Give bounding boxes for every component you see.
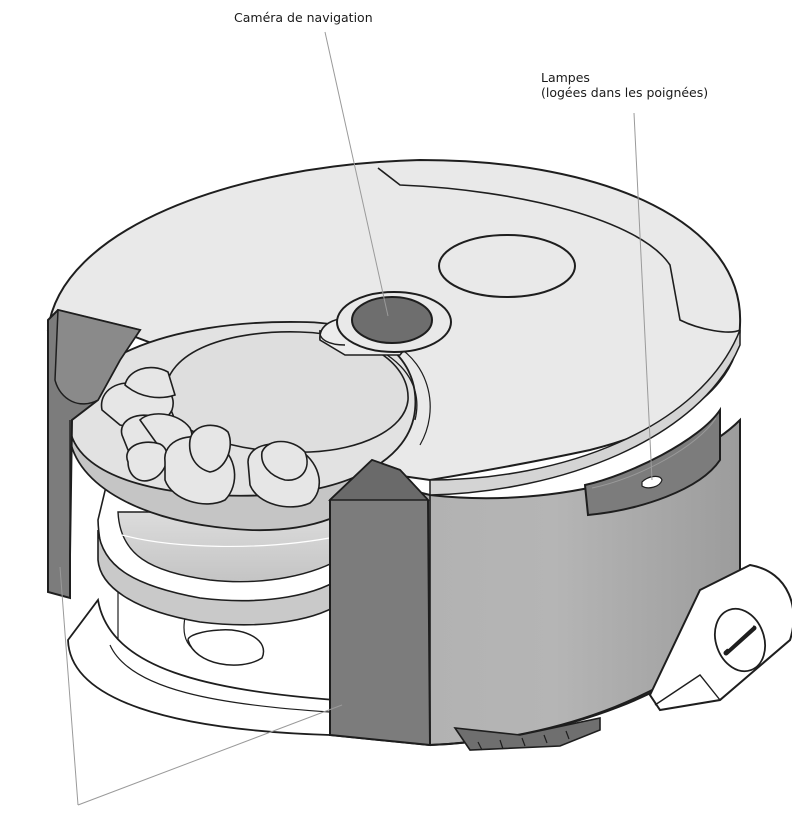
brush-bar — [453, 717, 601, 751]
lamps-callout-label: Lampes (logées dans les poignées) — [541, 70, 708, 100]
camera-callout-label: Caméra de navigation — [234, 10, 373, 25]
cyclone-lobes — [100, 366, 321, 508]
leader-lines — [59, 31, 653, 806]
leader-camera — [324, 31, 389, 317]
lamps-callout-line2: (logées dans les poignées) — [541, 85, 709, 100]
leader-handle-center — [77, 704, 343, 806]
navigation-camera — [319, 291, 452, 356]
lamps-callout-line1: Lampes — [541, 70, 590, 85]
lamp-light — [641, 475, 663, 489]
right-handle — [583, 406, 721, 517]
leader-handle-left — [59, 566, 79, 806]
center-handle — [328, 458, 432, 747]
cyclone-assembly — [68, 321, 431, 532]
cleaner-head — [648, 563, 792, 712]
left-handle — [47, 308, 142, 600]
leader-lamps — [633, 112, 653, 481]
